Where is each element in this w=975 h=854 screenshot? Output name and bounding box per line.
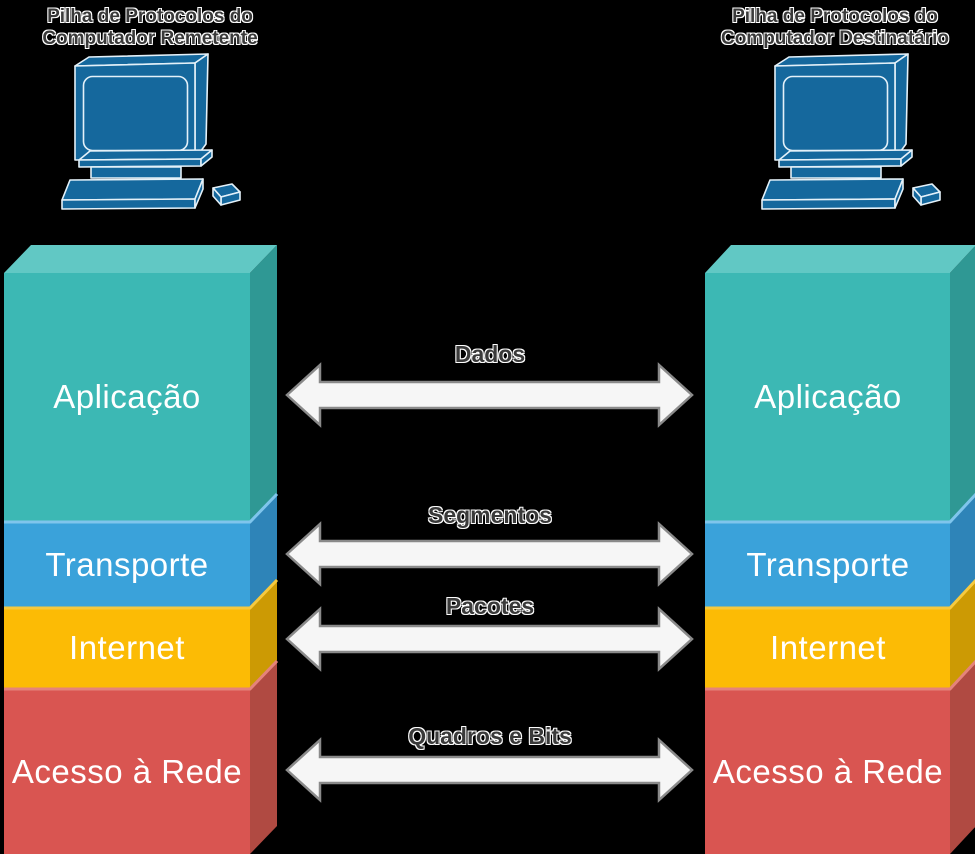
application-top-face — [705, 245, 975, 273]
internet-edge-highlight — [705, 578, 975, 610]
monitor-neck — [90, 166, 182, 179]
left-layer-label-transport: Transporte — [45, 546, 209, 583]
transport-front-face — [4, 521, 250, 607]
computer-icon-shapes — [761, 53, 941, 210]
right-layer-label-network-access: Acesso à Rede — [712, 753, 944, 790]
left-layer-label-internet: Internet — [69, 629, 185, 666]
application-front-face — [705, 273, 950, 521]
application-side-face — [950, 246, 975, 521]
internet-edge-highlight — [4, 578, 279, 610]
network-access-side-face — [250, 660, 277, 854]
right-layer-label-internet: Internet — [770, 629, 886, 666]
network-access-edge-highlight — [4, 659, 279, 691]
pacotes-double-arrow — [285, 606, 694, 672]
left-stack-title-line1: Pilha de Protocolos do — [47, 6, 253, 27]
keyboard-side-face — [894, 178, 904, 209]
network-access-side-face — [950, 661, 975, 854]
right-layer-label-application: Aplicação — [754, 378, 902, 415]
arrow-group — [285, 362, 694, 803]
receiver-computer-icon — [761, 53, 941, 210]
internet-front-face — [4, 607, 250, 688]
application-side-face — [250, 245, 277, 521]
quadros-double-arrow — [285, 737, 694, 803]
left-layer-label-network-access: Acesso à Rede — [11, 753, 243, 790]
left-stack-title-line2: Computador Remetente — [42, 28, 258, 49]
transport-side-face — [250, 493, 277, 607]
transport-side-face — [950, 494, 975, 607]
monitor-neck — [790, 166, 882, 179]
computer-icon-shapes — [61, 53, 241, 210]
left-stack-title: Pilha de Protocolos do Computador Remete… — [15, 6, 285, 50]
segmentos-double-arrow — [285, 521, 694, 587]
network-access-front-face — [705, 688, 950, 854]
mouse-side-face — [212, 187, 222, 206]
arrow-label-segmentos: Segmentos — [428, 502, 552, 528]
arrow-label-quadros-e-bits: Quadros e Bits — [408, 723, 572, 749]
right-stack-title: Pilha de Protocolos do Computador Destin… — [698, 6, 972, 50]
right-protocol-stack — [705, 245, 975, 854]
keyboard-side-face — [194, 178, 204, 209]
dados-double-arrow — [285, 362, 694, 428]
transport-edge-highlight — [705, 492, 975, 524]
arrow-label-pacotes: Pacotes — [445, 593, 535, 619]
internet-side-face — [250, 579, 277, 688]
internet-front-face — [705, 607, 950, 688]
transport-edge-highlight — [4, 492, 279, 524]
sender-computer-icon — [61, 53, 241, 210]
left-protocol-stack — [4, 245, 279, 854]
application-front-face — [4, 273, 250, 521]
mouse-side-face — [912, 187, 922, 206]
monitor-lip-side — [200, 149, 213, 167]
left-layer-label-application: Aplicação — [53, 378, 201, 415]
monitor-lip-side — [900, 149, 913, 167]
right-layer-label-transport: Transporte — [746, 546, 910, 583]
network-access-edge-highlight — [705, 659, 975, 691]
arrow-label-dados: Dados — [454, 341, 526, 367]
right-stack-title-line1: Pilha de Protocolos do — [732, 6, 938, 27]
application-top-face — [4, 245, 277, 273]
internet-side-face — [950, 580, 975, 688]
right-stack-title-line2: Computador Destinatário — [720, 28, 950, 49]
transport-front-face — [705, 521, 950, 607]
network-access-front-face — [4, 688, 250, 854]
